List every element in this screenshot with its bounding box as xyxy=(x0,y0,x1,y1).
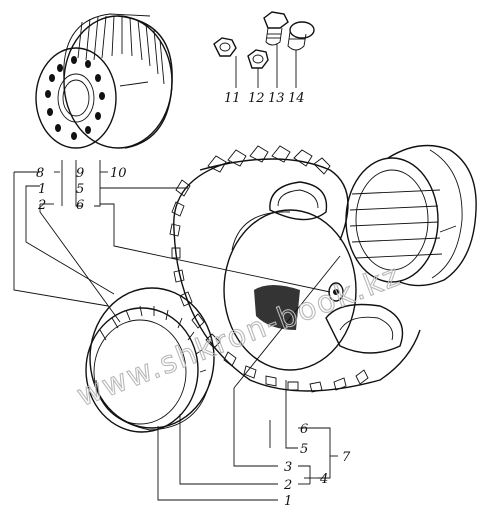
callout-2-bottom: 2 xyxy=(283,478,292,493)
callout-numbers: 8 1 2 9 5 6 10 11 12 13 14 6 5 4 7 3 2 1 xyxy=(36,91,351,509)
callout-1-left: 1 xyxy=(38,182,46,197)
callout-6-right: 6 xyxy=(300,422,308,437)
callout-1-bottom: 1 xyxy=(284,494,292,509)
callout-8: 8 xyxy=(36,166,44,181)
callout-9: 9 xyxy=(76,166,84,181)
callout-10: 10 xyxy=(110,166,127,181)
watermark-text: www.shkron-book.kz xyxy=(72,258,406,414)
callout-12: 12 xyxy=(248,91,265,106)
wheel-nut-11 xyxy=(213,37,237,57)
callout-14: 14 xyxy=(288,91,305,106)
callout-2-left: 2 xyxy=(37,198,46,213)
wheel-rim-right xyxy=(345,144,477,287)
callout-5-right: 5 xyxy=(300,442,308,457)
callout-4: 4 xyxy=(319,472,328,487)
rim-flange-ring xyxy=(85,287,215,433)
fastener-leaders xyxy=(235,44,297,88)
callout-11: 11 xyxy=(224,91,241,106)
callout-13: 13 xyxy=(268,91,285,106)
callout-5-left: 5 xyxy=(76,182,84,197)
callout-7: 7 xyxy=(342,450,351,465)
callout-6-left: 6 xyxy=(76,198,84,213)
leader-lines xyxy=(13,160,341,501)
wheel-bolt-14 xyxy=(287,21,315,51)
callout-3: 3 xyxy=(284,460,292,475)
brake-drum xyxy=(35,13,173,149)
wheel-stud-13 xyxy=(263,11,289,46)
wheel-nut-12 xyxy=(247,49,269,69)
